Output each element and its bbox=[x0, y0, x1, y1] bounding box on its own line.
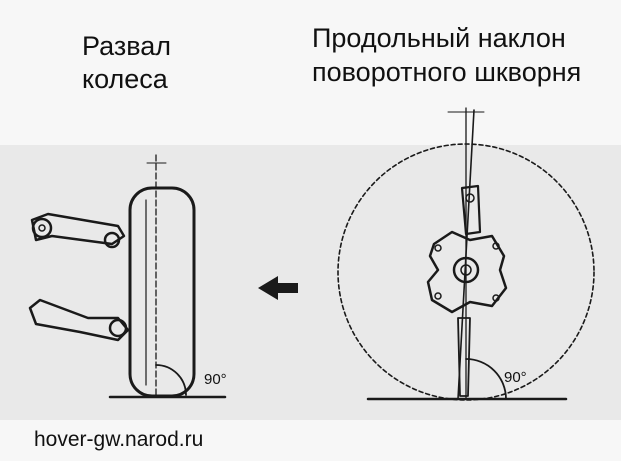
knuckle-bolt-2 bbox=[492, 242, 500, 250]
upper-ball-joint bbox=[103, 231, 121, 249]
upper-arm-bushing bbox=[31, 217, 53, 239]
lower-strut bbox=[457, 317, 471, 397]
caster-angle-arc bbox=[465, 358, 507, 400]
upper-kingpin-arm bbox=[460, 184, 482, 236]
knuckle-bolt-3 bbox=[434, 292, 442, 300]
hub-center-inner bbox=[460, 264, 472, 276]
caster-title-line2: поворотного шкворня bbox=[312, 57, 581, 87]
background-band bbox=[0, 145, 621, 420]
caster-figure: 90° bbox=[337, 107, 595, 401]
camber-title-line2: колеса bbox=[82, 64, 169, 94]
site-watermark: hover-gw.narod.ru bbox=[34, 428, 203, 451]
left-arrow-icon bbox=[258, 276, 298, 300]
steering-knuckle bbox=[426, 230, 508, 314]
camber-angle-label: 90° bbox=[204, 371, 227, 388]
caster-angle-label: 90° bbox=[504, 369, 527, 386]
upper-arm-bushing-center bbox=[38, 224, 46, 232]
lower-ball-joint bbox=[108, 318, 128, 338]
camber-angle-arc bbox=[155, 364, 187, 396]
knuckle-bolt-1 bbox=[434, 244, 442, 252]
knuckle-bolt-4 bbox=[492, 294, 500, 302]
kingpin-axis bbox=[457, 109, 475, 400]
hub-center bbox=[452, 256, 480, 284]
camber-figure: 90° bbox=[28, 154, 227, 399]
camber-wheel bbox=[128, 186, 196, 398]
caster-title-line1: Продольный наклон bbox=[312, 23, 566, 53]
lower-control-arm bbox=[28, 298, 130, 342]
upper-kingpin-joint bbox=[465, 193, 475, 203]
camber-title-line1: Развал bbox=[82, 31, 171, 61]
